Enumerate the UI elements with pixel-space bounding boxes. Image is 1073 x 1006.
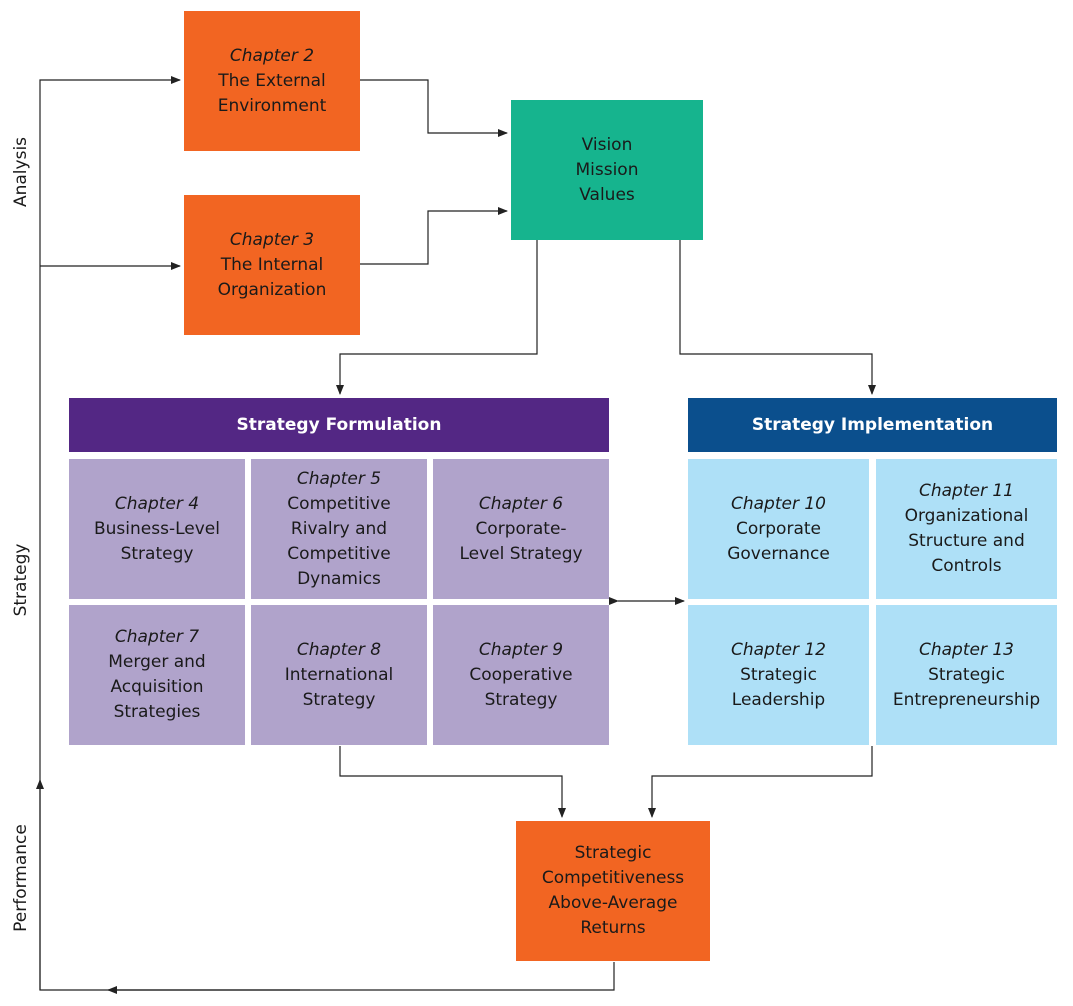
chapter-title: Merger and Acquisition Strategies	[108, 652, 206, 722]
chapter-5-box: Chapter 5 Competitive Rivalry and Compet…	[251, 459, 427, 599]
chapter-label: Chapter 12	[730, 639, 826, 660]
chapter-label: Chapter 6	[478, 493, 564, 514]
mission-line: Mission	[575, 159, 639, 180]
chapter-title: Corporate-Level Strategy	[459, 518, 583, 564]
external-to-vision-arrow	[360, 79, 508, 137]
chapter-label: Chapter 5	[296, 468, 382, 489]
strategy-formulation-header: Strategy Formulation	[69, 398, 609, 452]
formulation-to-outcome-arrow	[339, 746, 566, 818]
chapter-4-box: Chapter 4 Business-Level Strategy	[69, 459, 245, 599]
chapter-label: Chapter 11	[918, 481, 1014, 501]
outcome-line: Strategic	[574, 843, 652, 863]
outcome-line: Returns	[580, 918, 646, 938]
chapter-label: Chapter 2	[229, 45, 315, 66]
chapter-9-box: Chapter 9 Cooperative Strategy	[433, 605, 609, 745]
chapter-11-box: Chapter 11 Organizational Structure and …	[876, 459, 1057, 599]
chapter-label: Chapter 7	[114, 627, 200, 647]
internal-organization-box: Chapter 3 The Internal Organization	[184, 195, 360, 335]
performance-label: Performance	[11, 824, 31, 932]
chapter-6-box: Chapter 6 Corporate-Level Strategy	[433, 459, 609, 599]
chapter-label: Chapter 3	[229, 229, 315, 250]
vision-to-implementation-arrow	[679, 240, 876, 395]
outcome-line: Competitiveness	[541, 868, 685, 888]
chapter-8-box: Chapter 8 International Strategy	[251, 605, 427, 745]
chapter-label: Chapter 9	[478, 639, 564, 660]
strategy-implementation-header: Strategy Implementation	[688, 398, 1057, 452]
chapter-label: Chapter 13	[918, 639, 1014, 660]
chapter-title: Corporate Governance	[727, 518, 830, 564]
chapter-title: International Strategy	[284, 664, 394, 710]
chapter-10-box: Chapter 10 Corporate Governance	[688, 459, 869, 599]
strategy-label: Strategy	[11, 543, 31, 617]
implementation-to-outcome-arrow	[648, 746, 873, 818]
chapter-title: Strategic Entrepreneurship	[892, 664, 1041, 710]
chapter-13-box: Chapter 13 Strategic Entrepreneurship	[876, 605, 1057, 745]
chapter-label: Chapter 8	[296, 639, 382, 660]
internal-to-vision-arrow	[360, 207, 508, 265]
chapter-title: The Internal Organization	[217, 254, 327, 300]
vision-mission-values-box: Vision Mission Values	[511, 100, 703, 240]
strategic-competitiveness-box: Strategic Competitiveness Above-Average …	[516, 821, 710, 961]
chapter-label: Chapter 10	[730, 493, 826, 514]
chapter-title: Organizational Structure and Controls	[904, 506, 1029, 576]
vision-line: Vision	[581, 134, 633, 155]
analysis-label: Analysis	[11, 136, 31, 208]
vision-to-formulation-arrow	[336, 240, 538, 395]
chapter-7-box: Chapter 7 Merger and Acquisition Strateg…	[69, 605, 245, 745]
external-environment-box: Chapter 2 The External Environment	[184, 11, 360, 151]
chapter-label: Chapter 4	[114, 493, 200, 514]
chapter-title: The External Environment	[217, 70, 327, 116]
chapter-title: Competitive Rivalry and Competitive Dyna…	[287, 493, 391, 589]
outcome-line: Above-Average	[548, 893, 678, 913]
chapter-title: Business-Level Strategy	[94, 518, 220, 564]
chapter-12-box: Chapter 12 Strategic Leadership	[688, 605, 869, 745]
chapter-title: Strategic Leadership	[731, 664, 826, 710]
chapter-title: Cooperative Strategy	[469, 664, 573, 710]
values-line: Values	[579, 184, 635, 205]
